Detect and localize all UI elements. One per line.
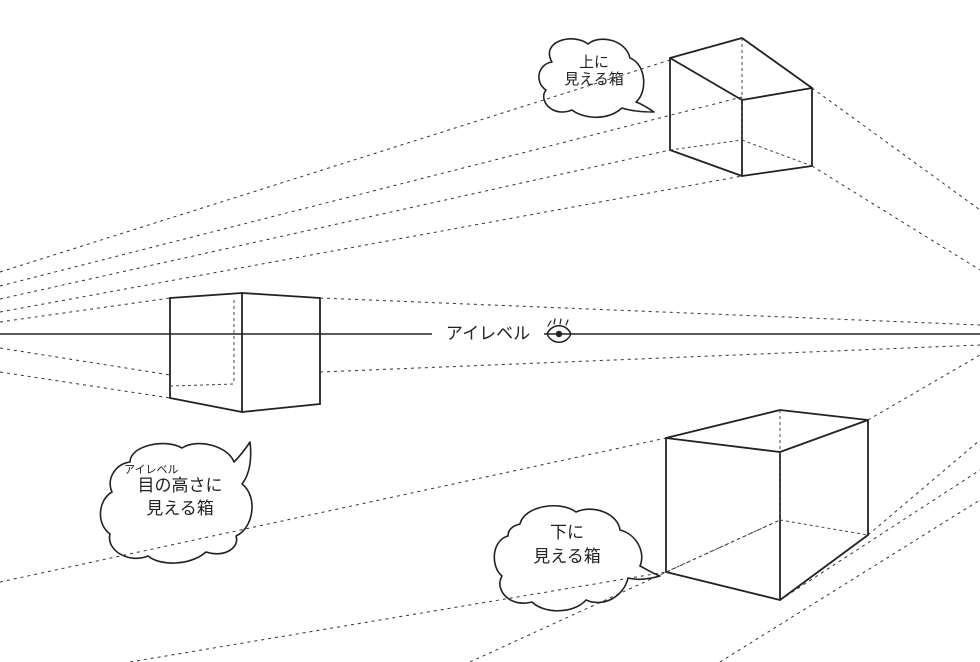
box-eye-hidden-edge bbox=[169, 383, 235, 387]
guide-line bbox=[129, 571, 667, 662]
bubble-above-outline bbox=[538, 38, 655, 119]
bubble-eye-small: アイレベル bbox=[124, 463, 179, 476]
guide-line bbox=[0, 437, 667, 583]
guide-line bbox=[0, 59, 671, 273]
guide-line bbox=[319, 344, 980, 373]
box-below-top-face bbox=[665, 409, 869, 453]
bubble-below-outline bbox=[493, 504, 661, 612]
box-eye-edge bbox=[169, 397, 321, 413]
guide-line bbox=[0, 347, 171, 376]
box-above-bottom-face bbox=[669, 37, 813, 101]
guide-line bbox=[469, 519, 781, 662]
bubble-eye-line1: 目の高さに bbox=[137, 475, 223, 496]
guide-line bbox=[719, 499, 980, 662]
guide-line bbox=[0, 297, 171, 323]
bubble-above-text: 上に 見える箱 bbox=[552, 53, 636, 89]
eye-icon bbox=[546, 318, 572, 343]
bubble-below-text: 下に 見える箱 bbox=[508, 523, 626, 567]
box-above bbox=[669, 37, 813, 177]
guide-line bbox=[867, 439, 980, 536]
bubble-below-line2: 見える箱 bbox=[533, 546, 601, 567]
box-below-hidden-edge bbox=[665, 519, 781, 573]
box-below-hidden-edge bbox=[779, 519, 869, 536]
box-eye-edge bbox=[169, 292, 321, 299]
box-above-edge bbox=[669, 149, 813, 177]
box-above-hidden-edge bbox=[741, 139, 813, 167]
guide-line bbox=[779, 469, 980, 601]
guide-line bbox=[811, 87, 980, 211]
guide-line bbox=[0, 96, 743, 287]
eye-level-label: アイレベル bbox=[432, 322, 544, 346]
box-above-hidden-edge bbox=[669, 139, 743, 151]
guide-line bbox=[0, 149, 671, 300]
perspective-guides bbox=[0, 59, 980, 662]
guide-line bbox=[0, 175, 743, 313]
bubble-eye-outline bbox=[99, 441, 253, 564]
bubble-eye-line2: 見える箱 bbox=[146, 499, 214, 520]
box-below bbox=[665, 409, 869, 601]
guide-line bbox=[0, 371, 171, 399]
bubble-below-line1: 下に bbox=[550, 523, 584, 543]
bubble-above-line2: 見える箱 bbox=[564, 70, 624, 89]
box-eye-level bbox=[169, 292, 321, 413]
guide-line bbox=[319, 297, 980, 326]
box-below-edge bbox=[665, 534, 869, 601]
guide-line bbox=[867, 354, 980, 421]
bubble-eye-text: アイレベル 目の高さに 見える箱 bbox=[116, 463, 244, 520]
bubble-above-line1: 上に bbox=[578, 53, 609, 71]
guide-line bbox=[811, 165, 980, 271]
